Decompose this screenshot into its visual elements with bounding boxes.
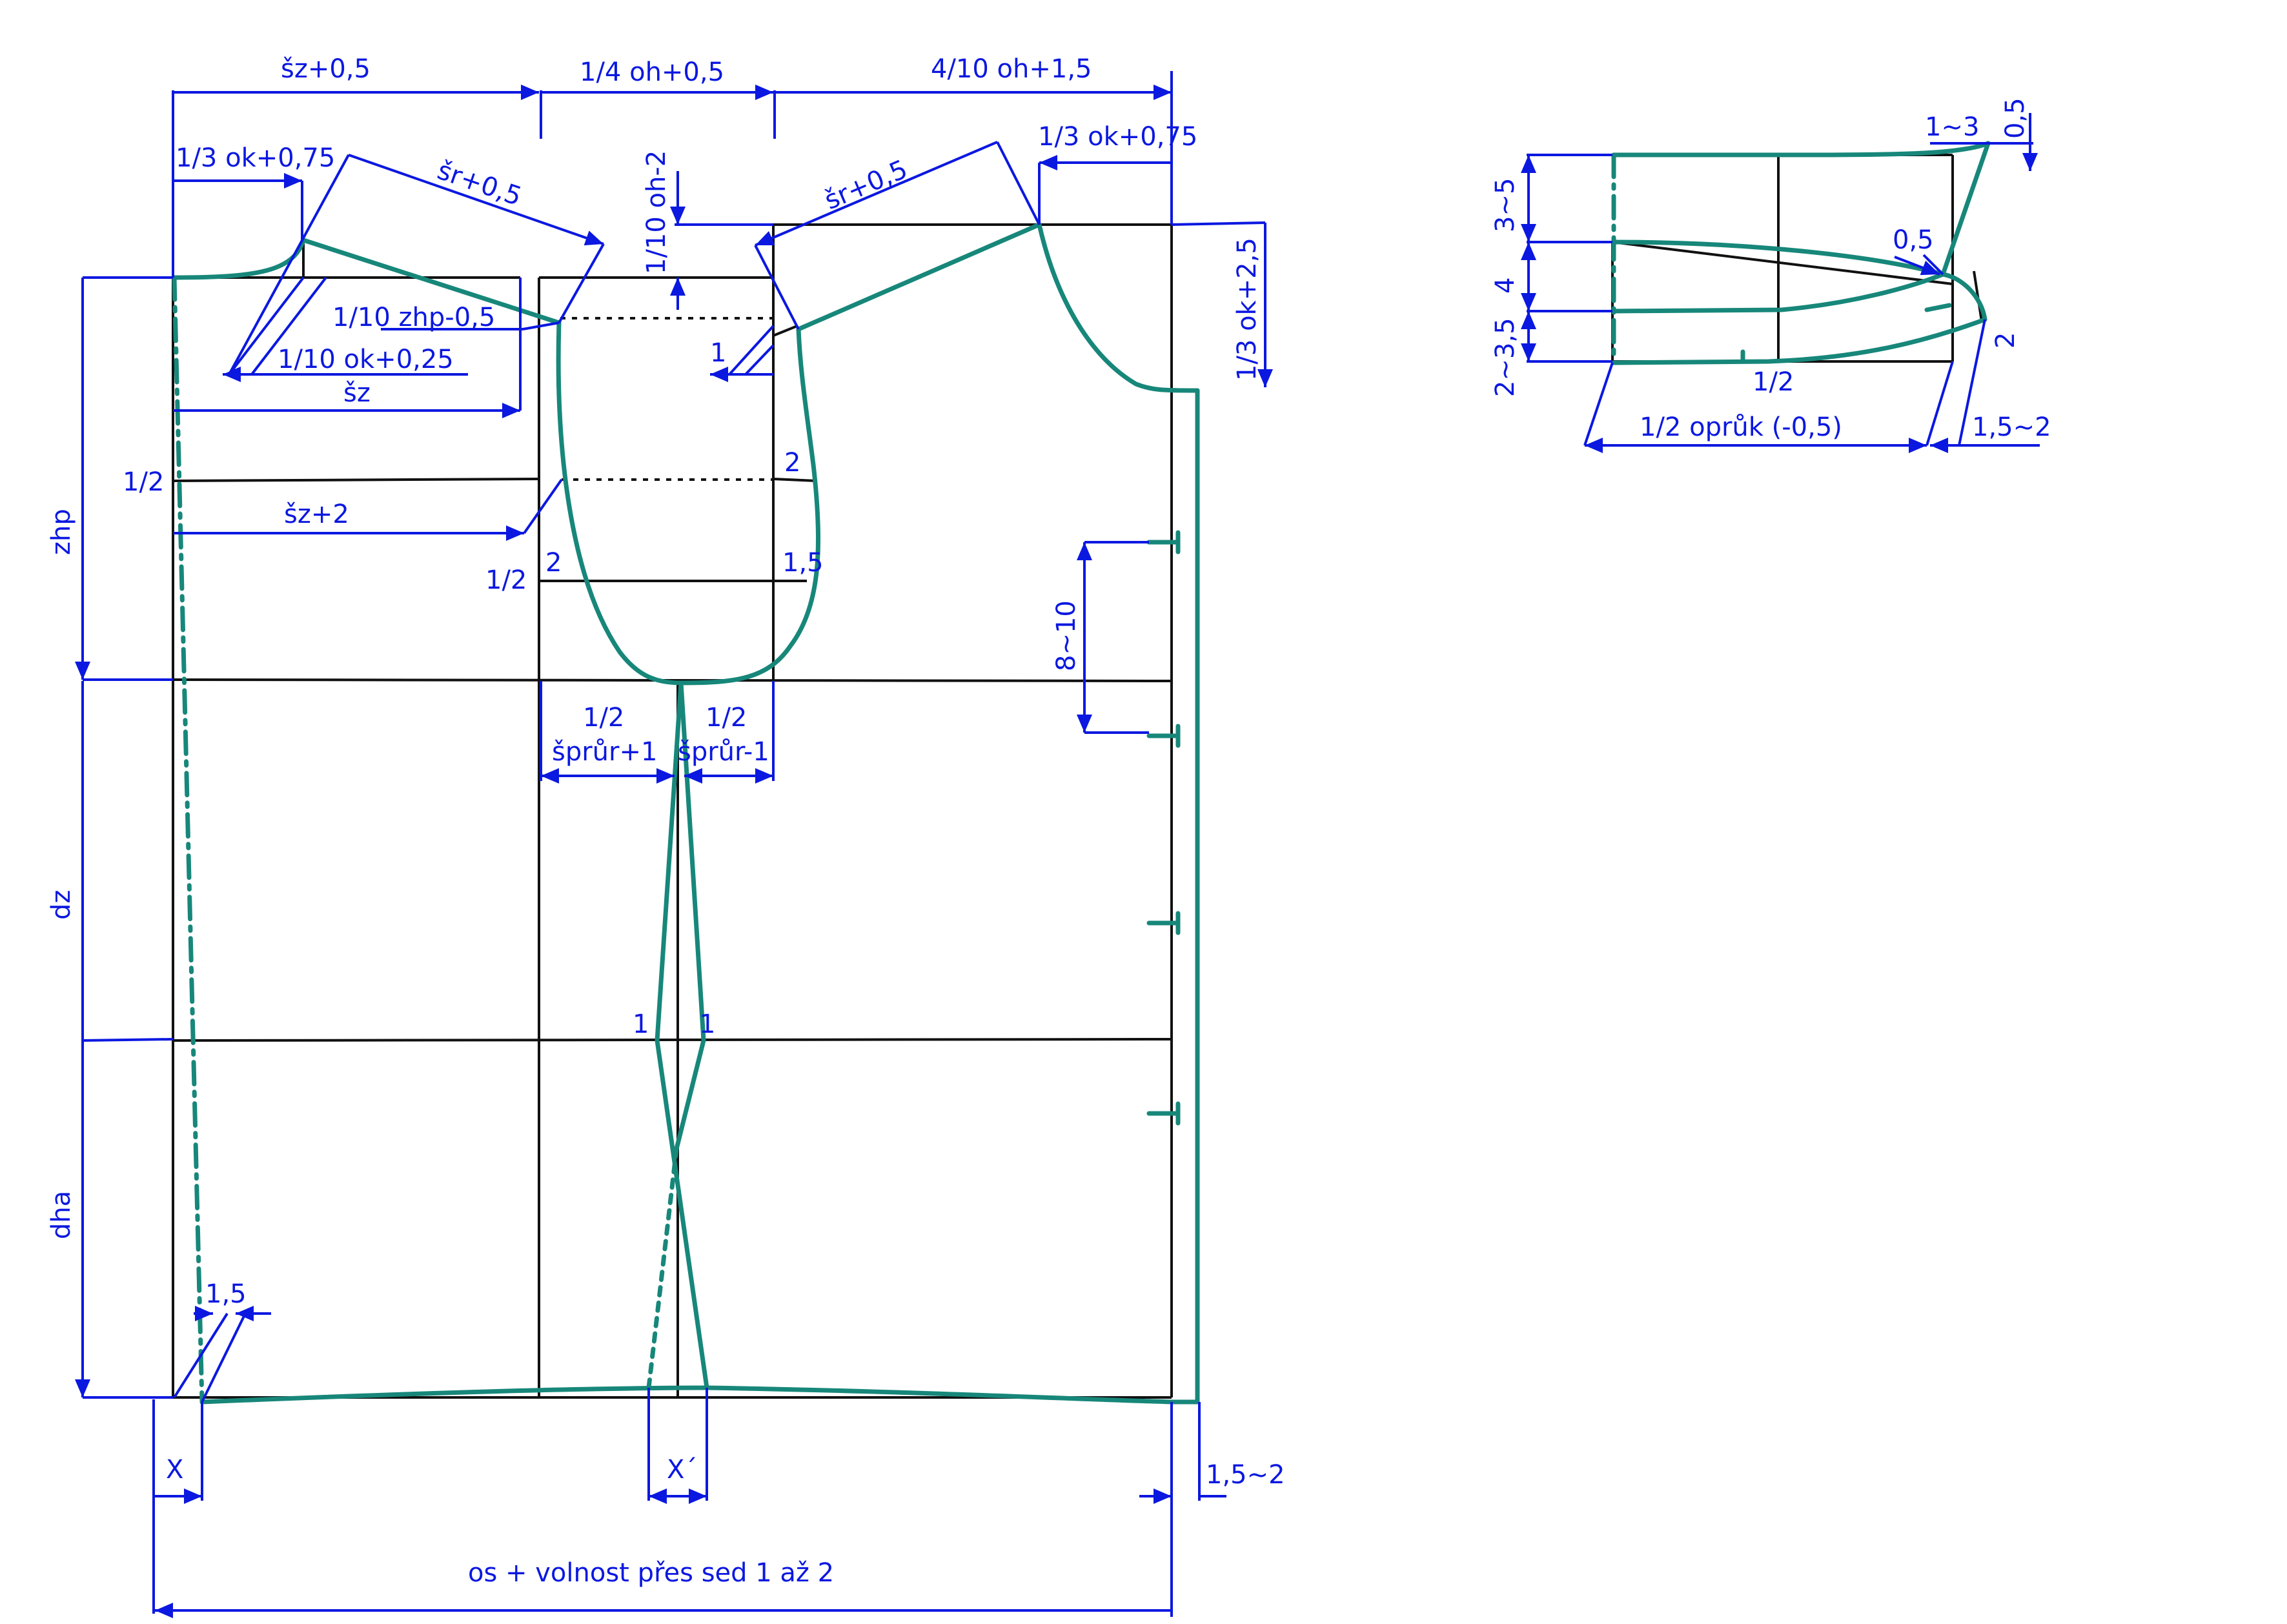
dim-sr-left-ext-a bbox=[228, 154, 350, 375]
dim-sr-left-ext-b bbox=[558, 243, 605, 323]
dim-sz2-ext bbox=[523, 478, 563, 534]
dim-sr-right bbox=[755, 141, 998, 247]
dim-one-ext-b bbox=[744, 344, 775, 376]
label-dz: dz bbox=[46, 890, 76, 920]
label-one-five-two: 1,5~2 bbox=[1206, 1460, 1285, 1490]
label-collar-2: 2 bbox=[1991, 332, 2020, 349]
center-back-seam bbox=[172, 275, 205, 1405]
label-os-total: os + volnost přes sed 1 až 2 bbox=[468, 1558, 834, 1588]
collar-slant-line bbox=[1612, 241, 1953, 285]
label-collar-2-35: 2~3,5 bbox=[1490, 318, 1520, 397]
label-one-l: 1 bbox=[633, 1010, 649, 1039]
hem-curve bbox=[199, 1385, 1174, 1405]
collar-neck-edge bbox=[1611, 317, 1987, 365]
label-collar-15-2: 1,5~2 bbox=[1972, 412, 2051, 442]
label-one-five: 1,5 bbox=[782, 548, 824, 578]
label-sz: šz bbox=[343, 378, 371, 408]
collar-ext-oprok-left bbox=[1583, 362, 1614, 446]
label-sprur-minus: šprůr-1 bbox=[678, 737, 769, 767]
label-zhp10: 1/10 zhp-0,5 bbox=[332, 303, 495, 332]
label-zhp: zhp bbox=[46, 509, 76, 555]
front-shoulder-seam bbox=[796, 222, 1042, 332]
collar-point-curve bbox=[1940, 272, 1987, 322]
dim-zhp10-ext bbox=[522, 321, 560, 330]
front-armhole bbox=[678, 327, 821, 685]
front-shoulder-tick bbox=[773, 325, 798, 337]
collar-dim-05-ext bbox=[1922, 254, 1944, 276]
half-line bbox=[172, 478, 540, 482]
label-ok3-25: 1/3 ok+2,5 bbox=[1232, 238, 1262, 381]
collar-ext-oprok-right bbox=[1926, 361, 1954, 446]
side-seam-back bbox=[655, 680, 709, 1390]
collar-fold-edge bbox=[1611, 239, 1946, 277]
front-neckline bbox=[1037, 222, 1200, 393]
back-shoulder-seam bbox=[301, 238, 562, 325]
label-collar-3-5: 3~5 bbox=[1490, 178, 1520, 232]
collar-top-edge bbox=[1611, 141, 1991, 157]
label-half-1: 1/2 bbox=[123, 467, 164, 497]
label-half-2: 1/2 bbox=[485, 565, 527, 595]
main-labels: šz+0,5 1/4 oh+0,5 4/10 oh+1,5 1/3 ok+0,7… bbox=[46, 54, 1285, 1588]
label-half-b: 1/2 bbox=[706, 703, 747, 733]
label-sr-right: šr+0,5 bbox=[820, 154, 912, 216]
collar-labels: 1~3 0,5 3~5 0,5 4 2~3,5 2 1/2 1/2 oprůk … bbox=[1490, 97, 2051, 442]
dim-sr-right-ext-b bbox=[754, 245, 800, 330]
label-oh410: 4/10 oh+1,5 bbox=[931, 54, 1092, 84]
dimension-lines bbox=[75, 71, 1273, 1618]
dim-ok10-ext-a bbox=[228, 276, 305, 376]
label-half-a: 1/2 bbox=[583, 703, 624, 733]
dim-hem-ext-b bbox=[201, 1313, 247, 1403]
collar-dimensions bbox=[1521, 113, 2040, 453]
dim-dz-ext bbox=[82, 1038, 174, 1042]
label-one-r: 1 bbox=[699, 1010, 715, 1039]
label-collar-half: 1/2 bbox=[1753, 367, 1794, 397]
dim-ok3-25-ext bbox=[1171, 221, 1266, 226]
label-one-top: 1 bbox=[710, 338, 726, 368]
dim-sr-right-ext-a bbox=[996, 141, 1041, 225]
collar-stand-edge bbox=[1611, 272, 1946, 314]
side-seam-front bbox=[674, 680, 706, 1152]
label-collar-05: 0,5 bbox=[1893, 225, 1934, 255]
label-ok3-right: 1/3 ok+0,75 bbox=[1038, 122, 1197, 152]
label-collar-oprok: 1/2 oprůk (-0,5) bbox=[1640, 412, 1842, 442]
pattern-outline bbox=[172, 222, 1200, 1405]
label-two-right: 2 bbox=[784, 448, 800, 478]
label-x: X bbox=[166, 1455, 183, 1485]
collar-outline bbox=[1611, 141, 1991, 365]
waist-line bbox=[172, 1038, 1172, 1042]
label-collar-1-3: 1~3 bbox=[1925, 112, 1979, 142]
dim-sr-left bbox=[348, 154, 604, 246]
label-eight-ten: 8~10 bbox=[1052, 600, 1081, 671]
label-collar-05-top: 0,5 bbox=[2000, 97, 2030, 139]
collar-dim-05 bbox=[1894, 256, 1940, 276]
label-dha: dha bbox=[46, 1191, 76, 1239]
label-sprur-plus: šprůr+1 bbox=[552, 737, 657, 767]
label-ok10: 1/10 ok+0,25 bbox=[278, 345, 454, 374]
label-oh10: 1/10 oh-2 bbox=[642, 150, 671, 274]
dim-one-ext-a bbox=[728, 325, 775, 376]
collar-tip-edge bbox=[1940, 141, 1991, 277]
label-two-left: 2 bbox=[545, 548, 562, 578]
back-armhole bbox=[556, 320, 684, 685]
half-line-right bbox=[773, 478, 817, 482]
label-one-five-hem: 1,5 bbox=[205, 1279, 247, 1309]
label-sz05: šz+0,5 bbox=[281, 54, 371, 84]
collar-notch bbox=[1924, 303, 1952, 312]
collar-ext-point bbox=[1958, 319, 1986, 446]
dim-hem-ext-a bbox=[173, 1312, 229, 1399]
side-seam-front-dashed bbox=[646, 1146, 679, 1390]
label-collar-4: 4 bbox=[1490, 278, 1520, 294]
label-ok3-left: 1/3 ok+0,75 bbox=[176, 143, 335, 173]
back-neckline bbox=[172, 238, 306, 280]
dim-ok10-ext-b bbox=[250, 276, 327, 376]
label-x-prime: X´ bbox=[667, 1455, 697, 1485]
label-oh4: 1/4 oh+0,5 bbox=[580, 57, 724, 87]
label-sz2: šz+2 bbox=[284, 500, 349, 529]
label-sr-left: šr+0,5 bbox=[434, 156, 525, 212]
